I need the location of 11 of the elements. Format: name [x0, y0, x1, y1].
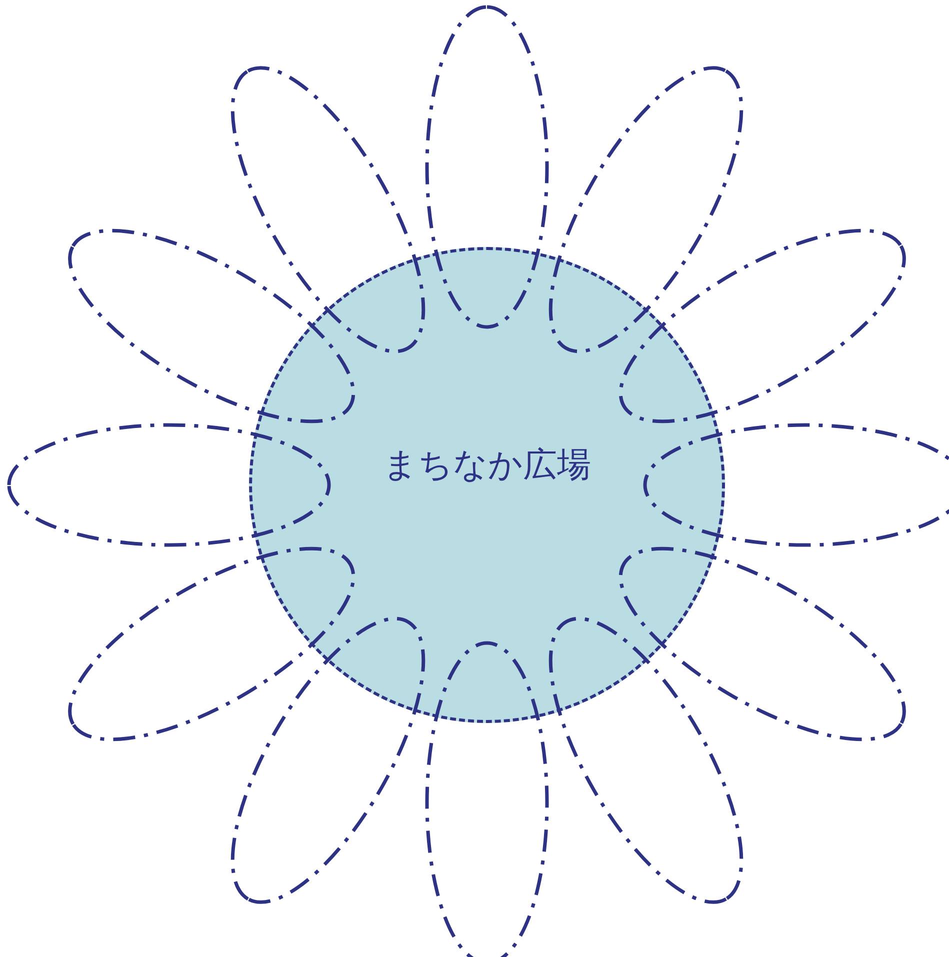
petal-ellipse	[619, 546, 906, 742]
petal-ellipse	[230, 617, 426, 904]
plaza-label: まちなか広場	[383, 444, 591, 487]
petal-ellipse	[230, 66, 426, 353]
petal-ellipse	[68, 546, 355, 742]
petal-ellipse	[548, 66, 744, 353]
petal-ellipse	[68, 228, 355, 424]
petal-ellipse	[425, 5, 549, 329]
petal-ellipse	[7, 423, 331, 547]
petal-ellipse	[548, 617, 744, 904]
petal-ellipse	[619, 228, 906, 424]
